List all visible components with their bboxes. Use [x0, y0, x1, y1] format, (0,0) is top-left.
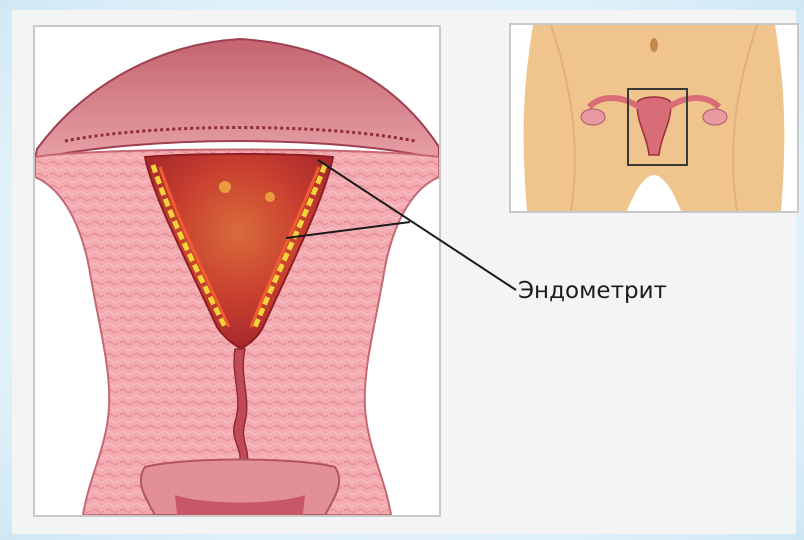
pointer-line-upper [318, 160, 516, 290]
annotation-label: Эндометрит [518, 278, 667, 304]
pointer-line-lower [286, 222, 410, 238]
